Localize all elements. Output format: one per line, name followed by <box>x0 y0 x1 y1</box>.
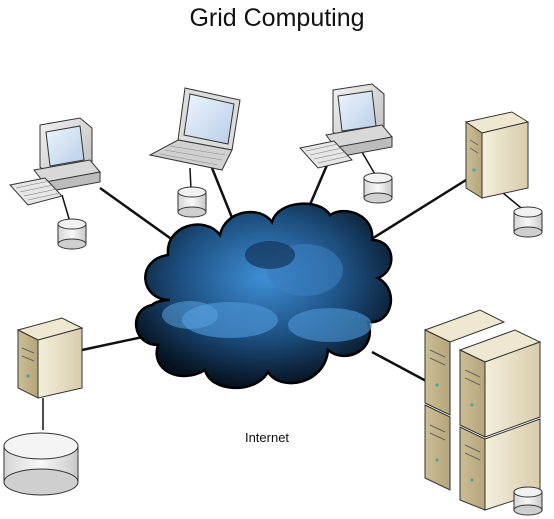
laptop-disk <box>177 186 207 218</box>
desktop-left-computer <box>9 117 101 250</box>
desktop-right-computer <box>299 83 393 204</box>
server-left <box>3 317 84 496</box>
diagram-title: Grid Computing <box>189 4 365 32</box>
server-cluster <box>423 309 543 516</box>
internet-cloud <box>135 202 393 390</box>
desktop-right-disk <box>363 172 393 204</box>
laptop-computer <box>148 87 241 218</box>
server-top-right <box>464 111 543 238</box>
connection-lines <box>42 151 527 430</box>
edge-server-top-right <box>369 178 467 242</box>
server-top-right-disk <box>513 206 543 238</box>
desktop-left-disk <box>57 218 87 250</box>
edge-server-cluster <box>371 350 429 384</box>
server-cluster-disk <box>513 486 543 516</box>
server-left-large-disk <box>3 432 79 496</box>
internet-label: Internet <box>244 430 290 445</box>
